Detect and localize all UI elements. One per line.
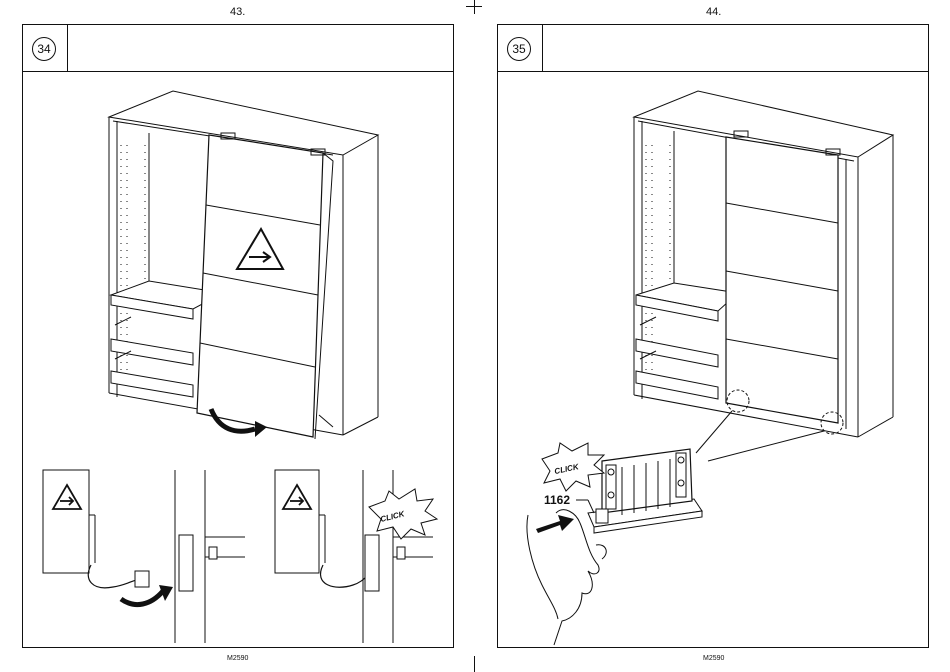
page-number-left: 43. xyxy=(230,6,245,18)
footer-code-right: M2590 xyxy=(703,655,724,662)
detail-track-profile-1 xyxy=(175,470,245,643)
crop-mark-bottom xyxy=(474,656,475,672)
step-34-panel: 34 xyxy=(22,24,454,648)
page-number-right: 44. xyxy=(706,6,721,18)
part-number-label: 1162 xyxy=(544,493,570,507)
footer-code-left: M2590 xyxy=(227,655,248,662)
detail-left: CLICK xyxy=(23,25,453,647)
detail-guide-unhooked xyxy=(43,470,173,605)
crop-mark-horizontal xyxy=(466,6,482,7)
step-35-panel: 35 xyxy=(497,24,929,648)
step-35-illustration: CLICK 1162 xyxy=(498,25,928,647)
detail-guide-bracket xyxy=(588,449,702,533)
crop-mark-top xyxy=(474,0,475,14)
sliding-door-installed xyxy=(726,131,846,429)
push-arrow-icon xyxy=(536,515,574,533)
